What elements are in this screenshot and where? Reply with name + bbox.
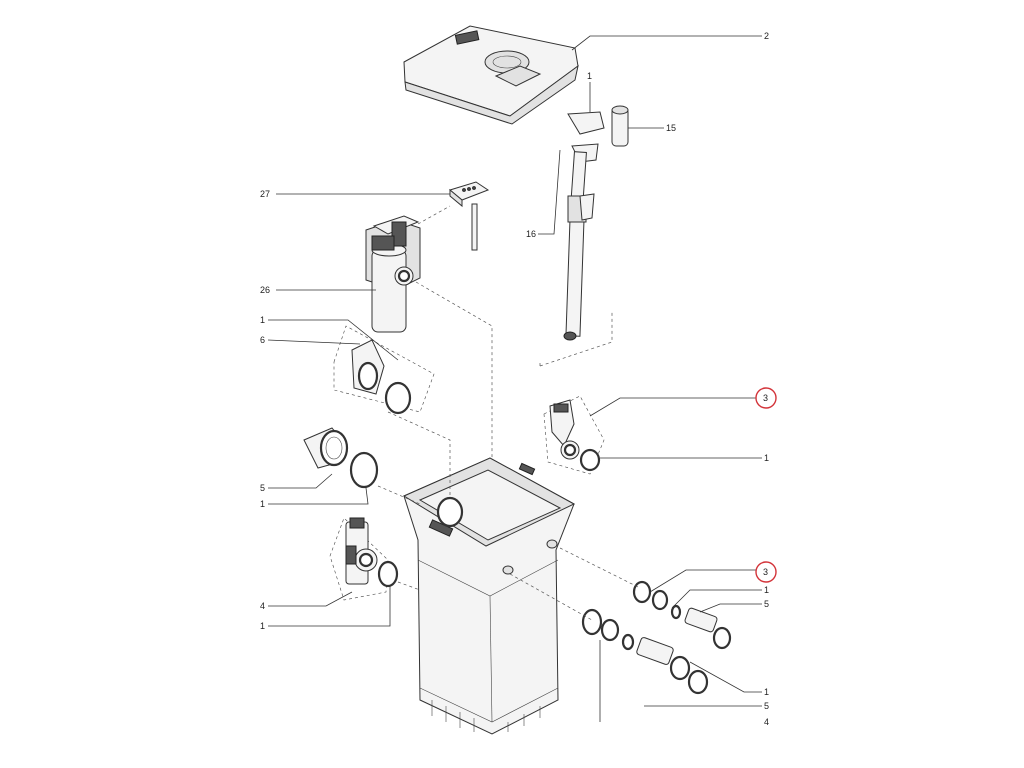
assembly-guide-lines [377,205,641,621]
callout-15: 15 [666,123,676,133]
part-hose-fittings-right [581,580,732,695]
callout-3: 3 [763,567,768,577]
callout-4: 4 [260,601,265,611]
callout-26: 26 [260,285,270,295]
part-5-left-assembly [303,427,379,489]
part-pipe-assembly [563,105,629,341]
callout-1: 1 [764,687,769,697]
callout-27: 27 [260,189,270,199]
part-lid [403,25,579,125]
callout-5: 5 [764,701,769,711]
callout-1: 1 [260,315,265,325]
callout-2: 2 [764,31,769,41]
part-filter-container [402,457,576,735]
highlight-circle-3-upper [755,387,777,409]
part-3-upper-assembly [543,395,605,475]
callout-5: 5 [260,483,265,493]
callout-1: 1 [260,621,265,631]
callout-5: 5 [764,599,769,609]
callout-6: 6 [260,335,265,345]
highlight-circle-3-lower [755,561,777,583]
part-27 [448,181,490,251]
callout-4: 4 [764,717,769,727]
callout-1: 1 [764,453,769,463]
callout-1: 1 [260,499,265,509]
callout-3: 3 [763,393,768,403]
part-4-left-assembly [329,517,399,601]
part-6-assembly [333,325,435,415]
callout-16: 16 [526,229,536,239]
leader-lines [267,35,762,722]
callout-1: 1 [587,71,592,81]
callout-1: 1 [764,585,769,595]
part-26 [365,215,421,333]
